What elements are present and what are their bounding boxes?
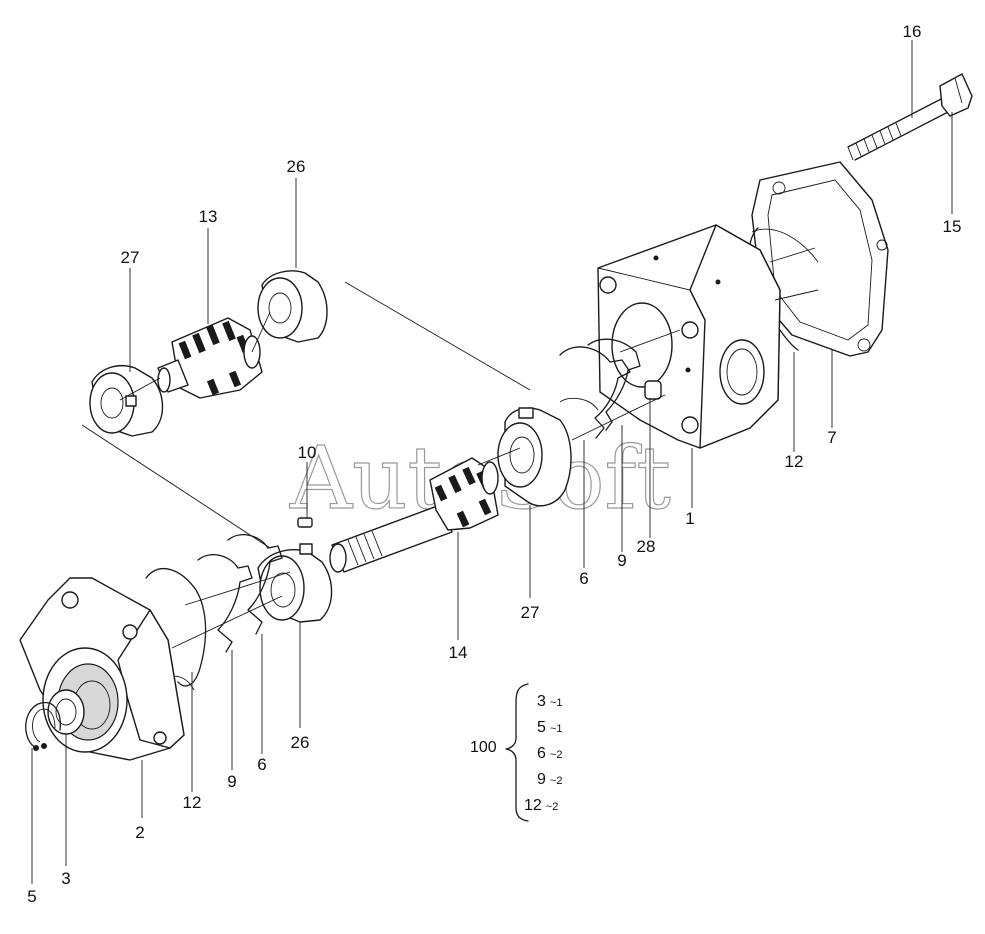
kit-item-6: 6~2 [537,745,562,762]
callout-28: 28 [637,537,656,556]
seal-ring-upper-edge [751,228,819,263]
callout-27-upper: 27 [121,248,140,267]
kit-item-12: 12~2 [524,797,558,814]
part-26-bushing-lower [257,543,333,623]
callout-10: 10 [298,443,317,462]
part-7-rear-cover [751,161,889,357]
kit-label: 100 [470,739,497,756]
part-6-gasket-lower [227,534,283,635]
part-28-pin [644,380,662,400]
part-6-gasket-upper [587,338,641,431]
part-3-oil-seal [47,689,85,735]
kit-item-3: 3~1 [537,693,562,710]
kit-item-5: 5~1 [537,719,562,736]
part-9-backup-ring-lower [197,554,253,653]
callout-12-lower: 12 [183,793,202,812]
part-12-seal-ring-lower [145,568,207,687]
callout-9-lower: 9 [227,772,236,791]
callout-1: 1 [685,509,694,528]
kit-brace [505,683,529,822]
gasket-upper-detail [559,397,599,411]
callout-6-lower: 6 [257,755,266,774]
callout-13: 13 [199,207,218,226]
part-2-front-cover [19,577,185,761]
callout-6-upper: 6 [579,569,588,588]
callout-16: 16 [903,22,922,41]
callout-3: 3 [61,869,70,888]
callout-15: 15 [943,217,962,236]
callout-7: 7 [827,428,836,447]
part-27-bushing-lower [497,407,572,507]
seal-kit-list: 100 3~1 5~1 6~2 9~2 12~2 [470,683,562,822]
callout-27-lower: 27 [521,603,540,622]
part-16-bolt [847,73,973,161]
callout-26-lower: 26 [291,733,310,752]
callout-26-upper: 26 [287,157,306,176]
part-14-drive-gear-shaft [329,457,499,573]
assembly-lines [81,247,819,649]
part-10-key [297,517,313,528]
part-13-driven-gear [157,317,263,399]
callout-2: 2 [135,823,144,842]
callout-9-upper: 9 [617,551,626,570]
part-1-pump-body [597,224,781,449]
callout-leaders [31,40,953,884]
callout-12-upper: 12 [785,452,804,471]
part-9-backup-ring-upper [559,346,631,439]
kit-item-9: 9~2 [537,771,562,788]
part-5-snap-ring [25,702,61,751]
part-27-bushing-upper [89,364,164,437]
callout-5: 5 [27,887,36,906]
callout-14: 14 [449,643,468,662]
part-26-bushing-upper [257,270,328,343]
